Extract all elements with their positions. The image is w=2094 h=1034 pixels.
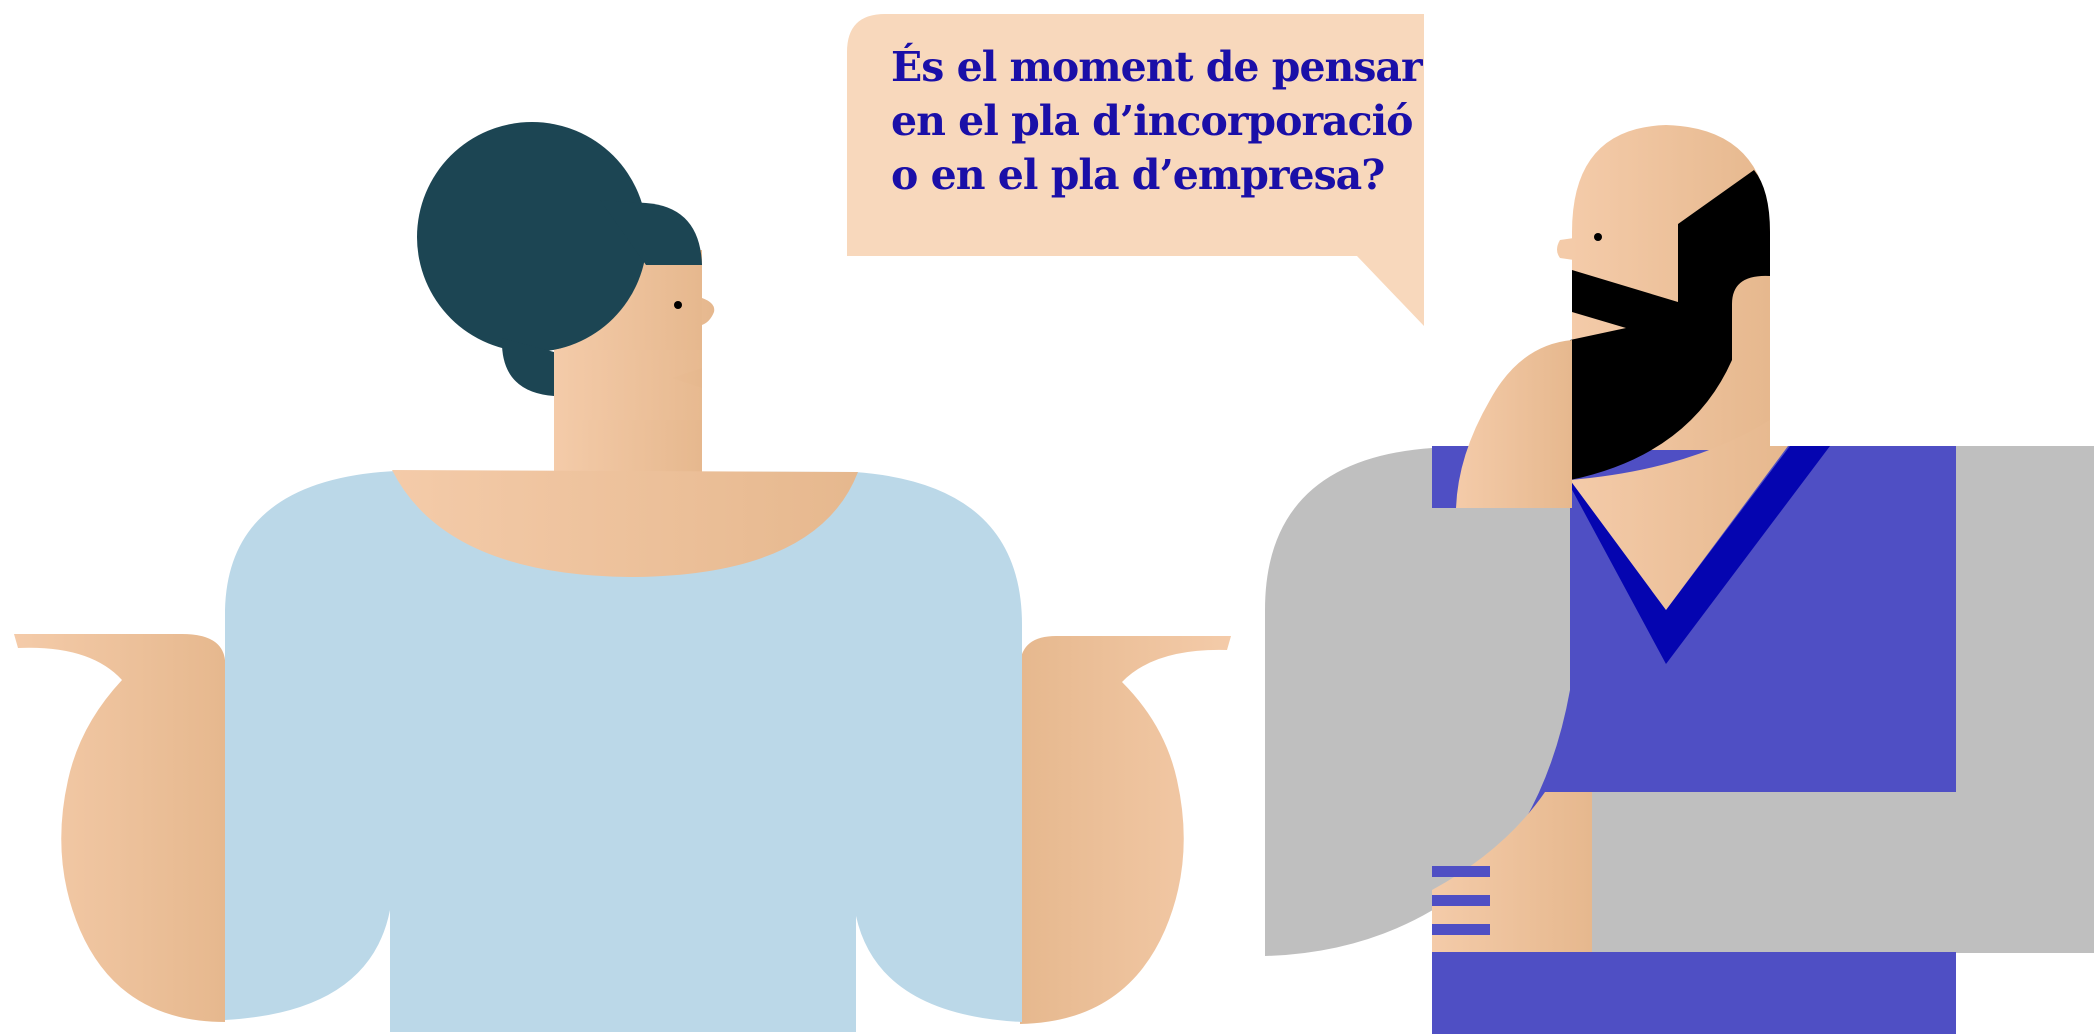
man-wrist-stripe-1: [1432, 866, 1490, 877]
woman-cheek: [554, 265, 702, 350]
man-hand-cuff: [1432, 446, 1456, 508]
man-wrist-stripe-2: [1432, 895, 1490, 906]
man-left-sleeve: [1265, 448, 1570, 956]
woman-neckline: [392, 470, 858, 577]
woman-eye: [674, 301, 682, 309]
man-eye: [1594, 233, 1602, 241]
man-nose: [1557, 238, 1574, 260]
man-forearm-sleeve: [1592, 792, 2094, 952]
man-lower-hand: [1432, 792, 1592, 952]
man-chest-skin: [1570, 420, 1788, 610]
woman-figure: [14, 122, 1231, 1032]
speech-line-1: És el moment de pensar: [891, 43, 1423, 91]
woman-hair-bangs: [600, 200, 702, 265]
man-beard: [1570, 170, 1770, 480]
man-wrist-stripe-3: [1432, 924, 1490, 935]
woman-hair-bun: [417, 122, 647, 352]
man-figure: [1265, 125, 2094, 1034]
woman-hair-back: [501, 338, 554, 396]
woman-shirt: [225, 471, 1022, 1032]
speech-line-3: o en el pla d’empresa?: [891, 151, 1385, 199]
woman-right-hand: [1020, 636, 1231, 1024]
speech-line-2: en el pla d’incorporació: [891, 97, 1414, 145]
man-collar: [1570, 446, 1830, 664]
speech-bubble-text: És el moment de pensar en el pla d’incor…: [891, 40, 1423, 202]
woman-left-hand: [14, 634, 225, 1022]
speech-bubble: [847, 14, 1424, 326]
man-hand: [1456, 340, 1572, 508]
